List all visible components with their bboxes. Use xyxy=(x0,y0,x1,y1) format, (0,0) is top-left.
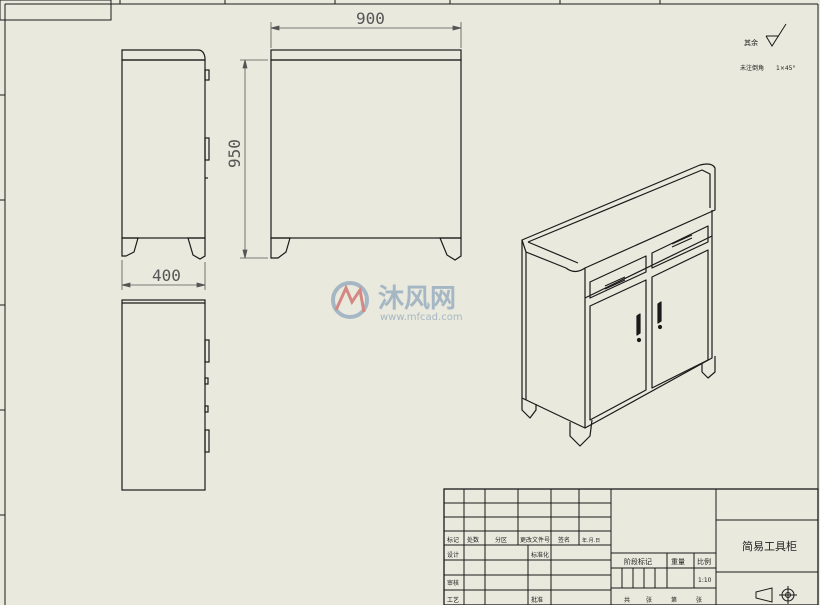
approve-label: 批准 xyxy=(531,596,543,604)
header-date: 年.月.日 xyxy=(582,537,600,544)
front-view xyxy=(270,49,462,261)
standardized-label: 标准化 xyxy=(531,551,549,559)
dimension-width-label: 900 xyxy=(356,9,385,28)
header-mark: 标记 xyxy=(447,536,459,544)
header-count: 处数 xyxy=(467,536,479,544)
isometric-view xyxy=(521,163,716,447)
dimension-lines xyxy=(121,22,462,290)
side-view xyxy=(121,49,210,260)
design-label: 设计 xyxy=(447,551,459,559)
header-sign: 签名 xyxy=(558,536,570,544)
projection-symbol xyxy=(755,586,797,604)
sheet-label-2: 张 xyxy=(696,596,702,604)
stage-mark-label: 阶段标记 xyxy=(624,557,652,566)
dimension-height-label: 950 xyxy=(225,139,244,168)
scale-label: 比例 xyxy=(697,557,711,566)
roughness-symbol: 其余 xyxy=(744,23,787,47)
title-block-text: 标记 处数 分区 更改文件号 签名 年.月.日 设计 标准化 审核 工艺 批准 … xyxy=(447,536,797,604)
sheet-total: 共 xyxy=(624,596,630,604)
watermark: 沐风网 www.mfcad.com xyxy=(331,281,463,323)
tolerance-value: 1×45° xyxy=(776,65,795,72)
watermark-brand: 沐风网 xyxy=(378,284,456,314)
watermark-url: www.mfcad.com xyxy=(380,312,463,323)
review-label: 审核 xyxy=(447,579,459,587)
roughness-label: 其余 xyxy=(744,38,758,47)
process-label: 工艺 xyxy=(447,596,459,604)
sheet-label: 张 xyxy=(646,596,652,604)
tolerance-label: 未注倒角 xyxy=(740,64,764,72)
dimension-depth-label: 400 xyxy=(152,266,181,285)
header-doc: 更改文件号 xyxy=(520,536,550,544)
weight-label: 重量 xyxy=(671,558,685,566)
header-zone: 分区 xyxy=(495,536,507,544)
scale-value: 1:10 xyxy=(698,577,712,584)
sheet-num: 第 xyxy=(671,596,677,604)
top-view xyxy=(121,299,210,491)
title-block xyxy=(443,488,819,605)
part-name: 简易工具柜 xyxy=(742,539,797,553)
